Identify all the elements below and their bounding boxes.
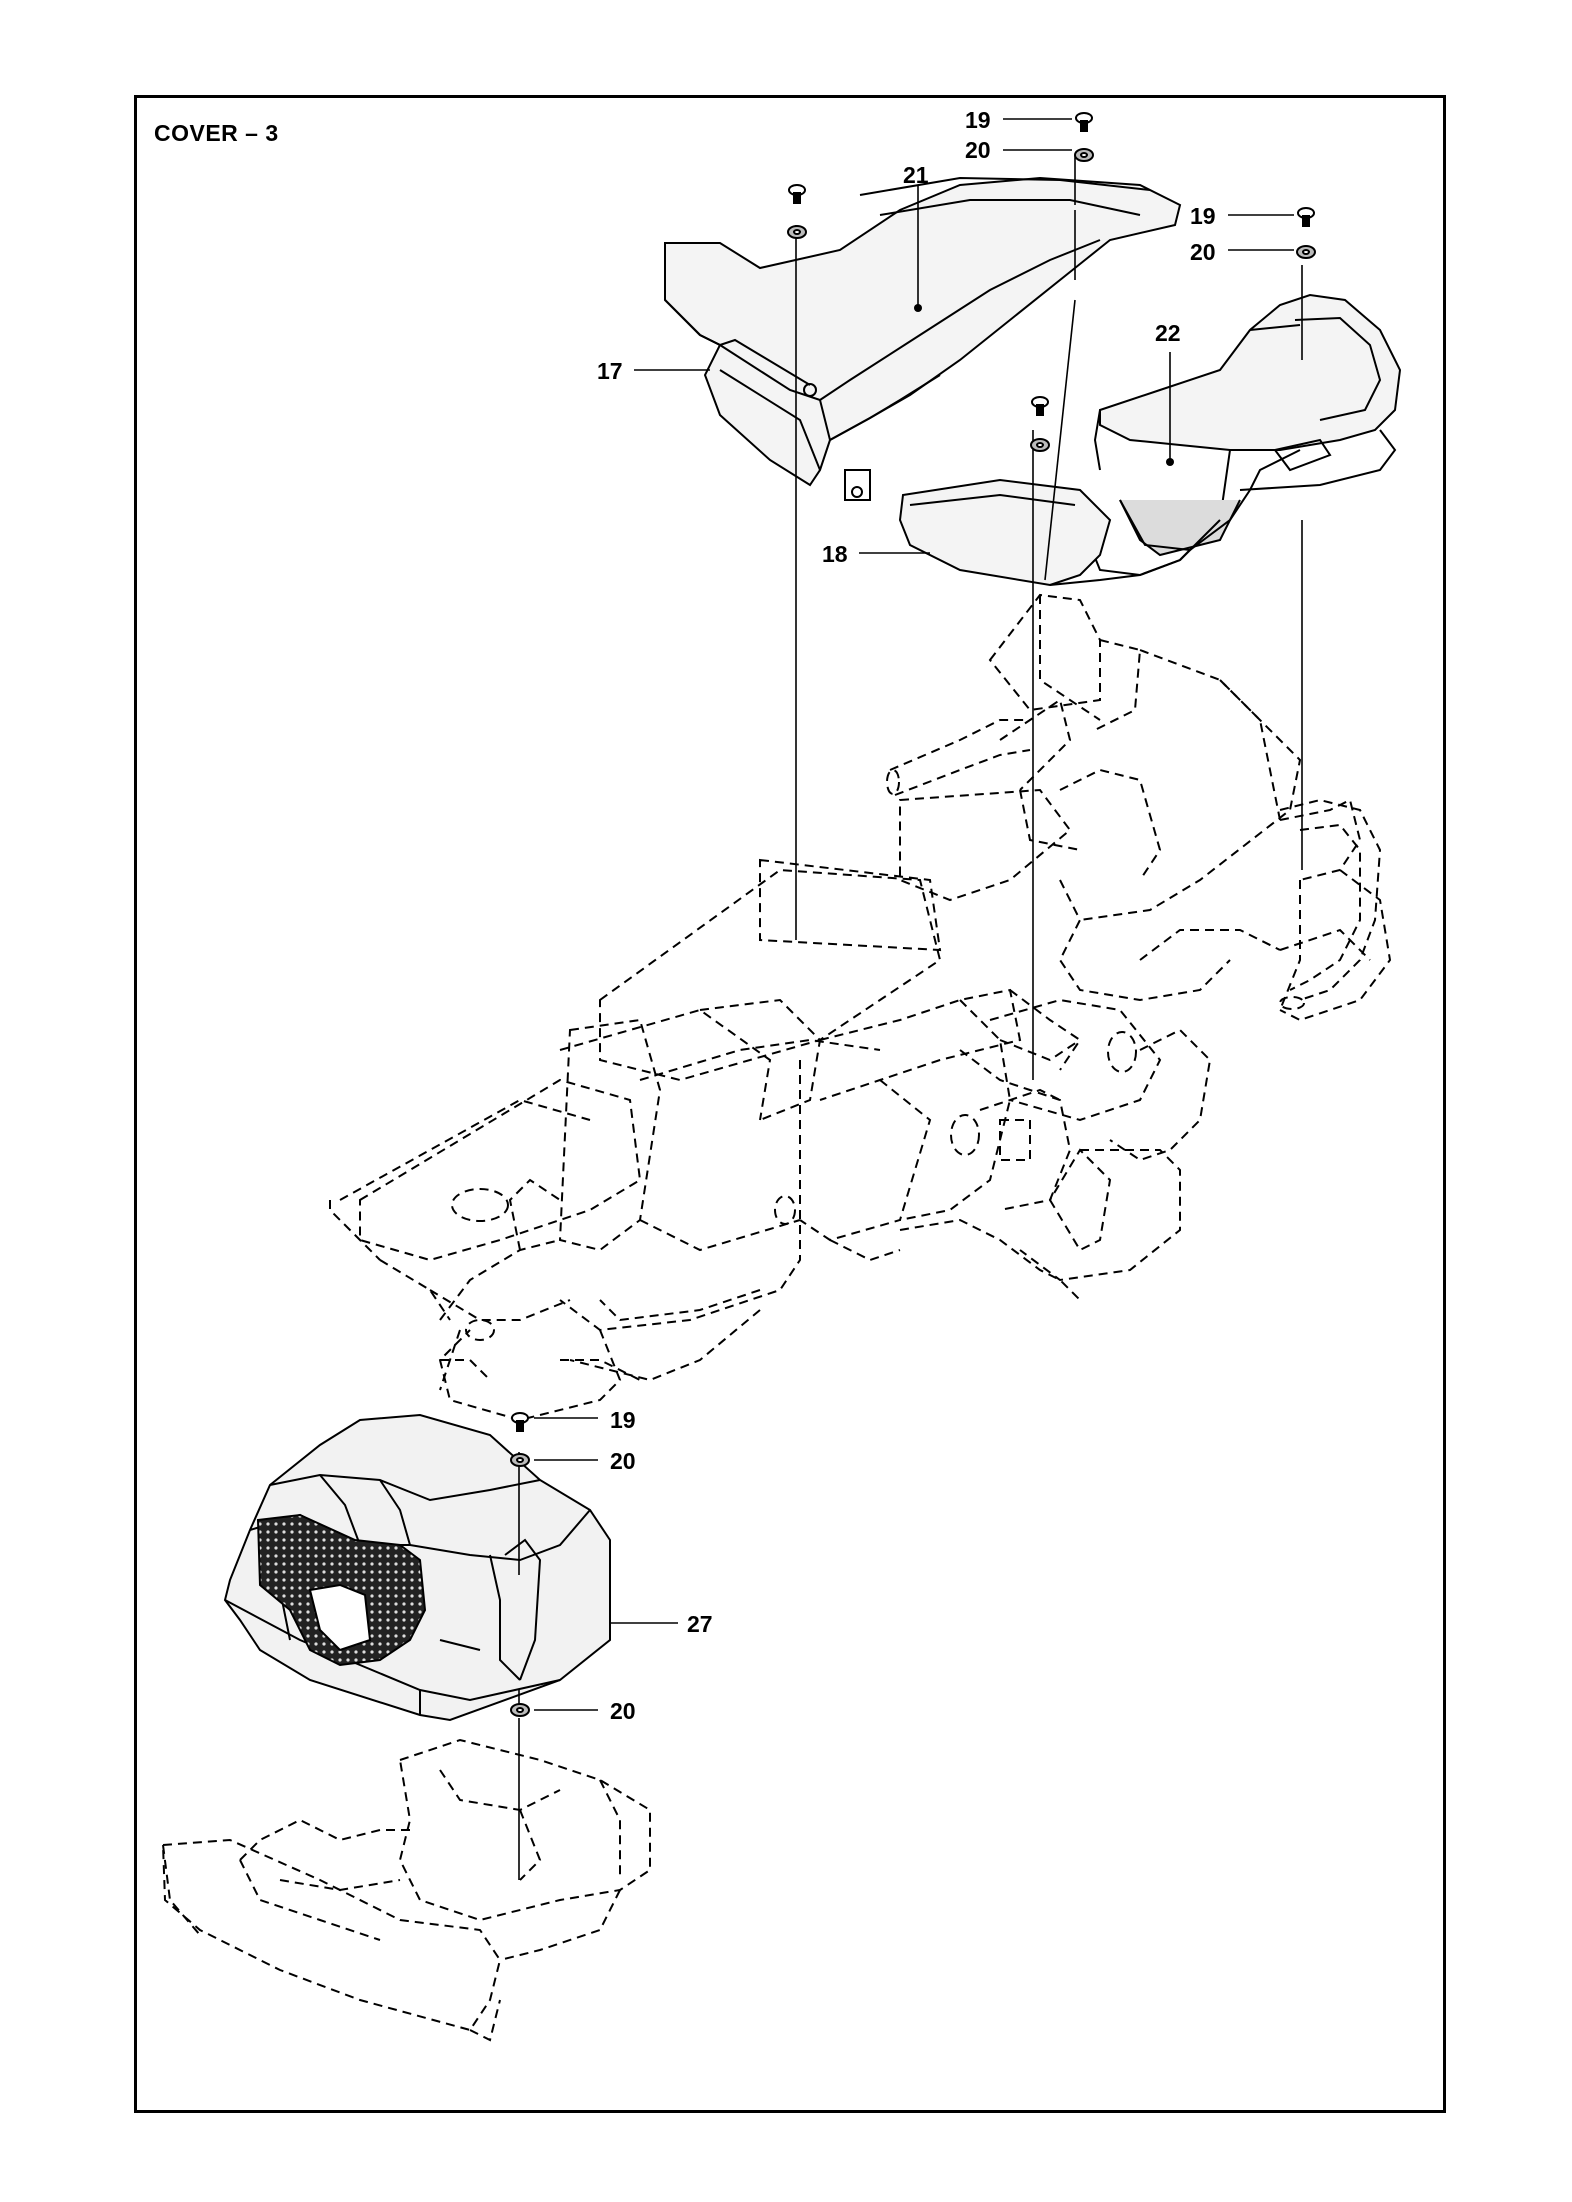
part-21-foot-cover-left: [664, 176, 1182, 501]
screw-icon: [1297, 207, 1315, 227]
callout-dots: [914, 304, 1174, 466]
chassis-tubes: [451, 719, 1382, 1341]
part-22-foot-cover-right: [1088, 293, 1402, 577]
callout-21: 21: [903, 162, 929, 188]
engine-tray-dashed: [161, 1738, 651, 2042]
callout-20: 20: [610, 1698, 636, 1724]
callout-19: 19: [1190, 203, 1216, 229]
callout-19: 19: [610, 1407, 636, 1433]
callout-labels: 19 20 21 19 20 22 17 18 19 20 27 20: [597, 107, 1216, 1724]
washer-icon: [787, 225, 807, 239]
fasteners: [510, 112, 1316, 1717]
callout-27: 27: [687, 1611, 713, 1637]
diagram-border: [134, 95, 1446, 2113]
diagram-title: COVER – 3: [154, 120, 279, 146]
washer-icon: [1074, 148, 1094, 162]
screw-icon: [788, 184, 806, 204]
callout-17: 17: [597, 358, 623, 384]
screw-icon: [511, 1412, 529, 1432]
callout-20: 20: [610, 1448, 636, 1474]
callout-19: 19: [965, 107, 991, 133]
screw-icon: [1075, 112, 1093, 132]
callout-20: 20: [965, 137, 991, 163]
callout-18: 18: [822, 541, 848, 567]
screw-icon: [1031, 396, 1049, 416]
chassis-frame-dashed: [329, 593, 1392, 1422]
part-18-footrest: [898, 429, 1397, 587]
callout-22: 22: [1155, 320, 1181, 346]
washer-icon: [510, 1453, 530, 1467]
washer-icon: [1030, 438, 1050, 452]
part-27-engine-cover: [223, 1413, 611, 1722]
callout-leaders: [534, 118, 1294, 1711]
callout-20: 20: [1190, 239, 1216, 265]
washer-icon: [510, 1703, 530, 1717]
washer-icon: [1296, 245, 1316, 259]
assembly-lines: [518, 155, 1303, 1880]
